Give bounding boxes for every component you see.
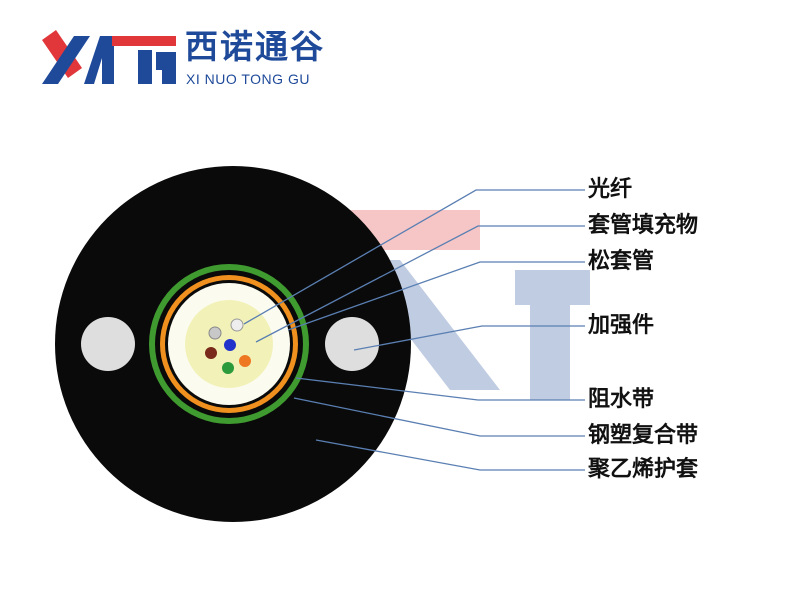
leader-line-fiber xyxy=(243,189,585,325)
leader-line-tube-filler xyxy=(255,225,585,343)
fiber-brown xyxy=(205,347,217,359)
label-loose-tube: 松套管 xyxy=(588,249,655,274)
brand-name-en: XI NUO TONG GU xyxy=(186,71,310,87)
fiber-gray xyxy=(208,326,222,340)
label-tube-filler: 套管填充物 xyxy=(588,213,699,238)
label-pe-sheath: 聚乙烯护套 xyxy=(588,457,699,482)
brand-name-cn: 西诺通谷 xyxy=(185,27,325,66)
fiber-green xyxy=(222,362,234,374)
label-steel-plastic-tape: 钢塑复合带 xyxy=(588,423,699,448)
label-strength-member: 加强件 xyxy=(588,313,655,338)
fiber-bundle xyxy=(205,318,251,374)
xntg-logo-icon xyxy=(42,30,176,84)
leader-line-water-blocking-tape xyxy=(295,377,585,401)
leader-line-strength-member xyxy=(353,325,585,351)
leader-line-pe-sheath xyxy=(315,439,585,471)
strength-member-left xyxy=(81,317,135,371)
fiber-white xyxy=(230,318,244,332)
fiber-blue xyxy=(224,339,236,351)
fiber-orange xyxy=(239,355,251,367)
leader-line-steel-plastic-tape xyxy=(293,397,585,437)
label-fiber: 光纤 xyxy=(588,177,633,202)
strength-member-right xyxy=(325,317,379,371)
label-water-blocking-tape: 阻水带 xyxy=(588,387,655,412)
leader-line-loose-tube xyxy=(287,261,585,331)
